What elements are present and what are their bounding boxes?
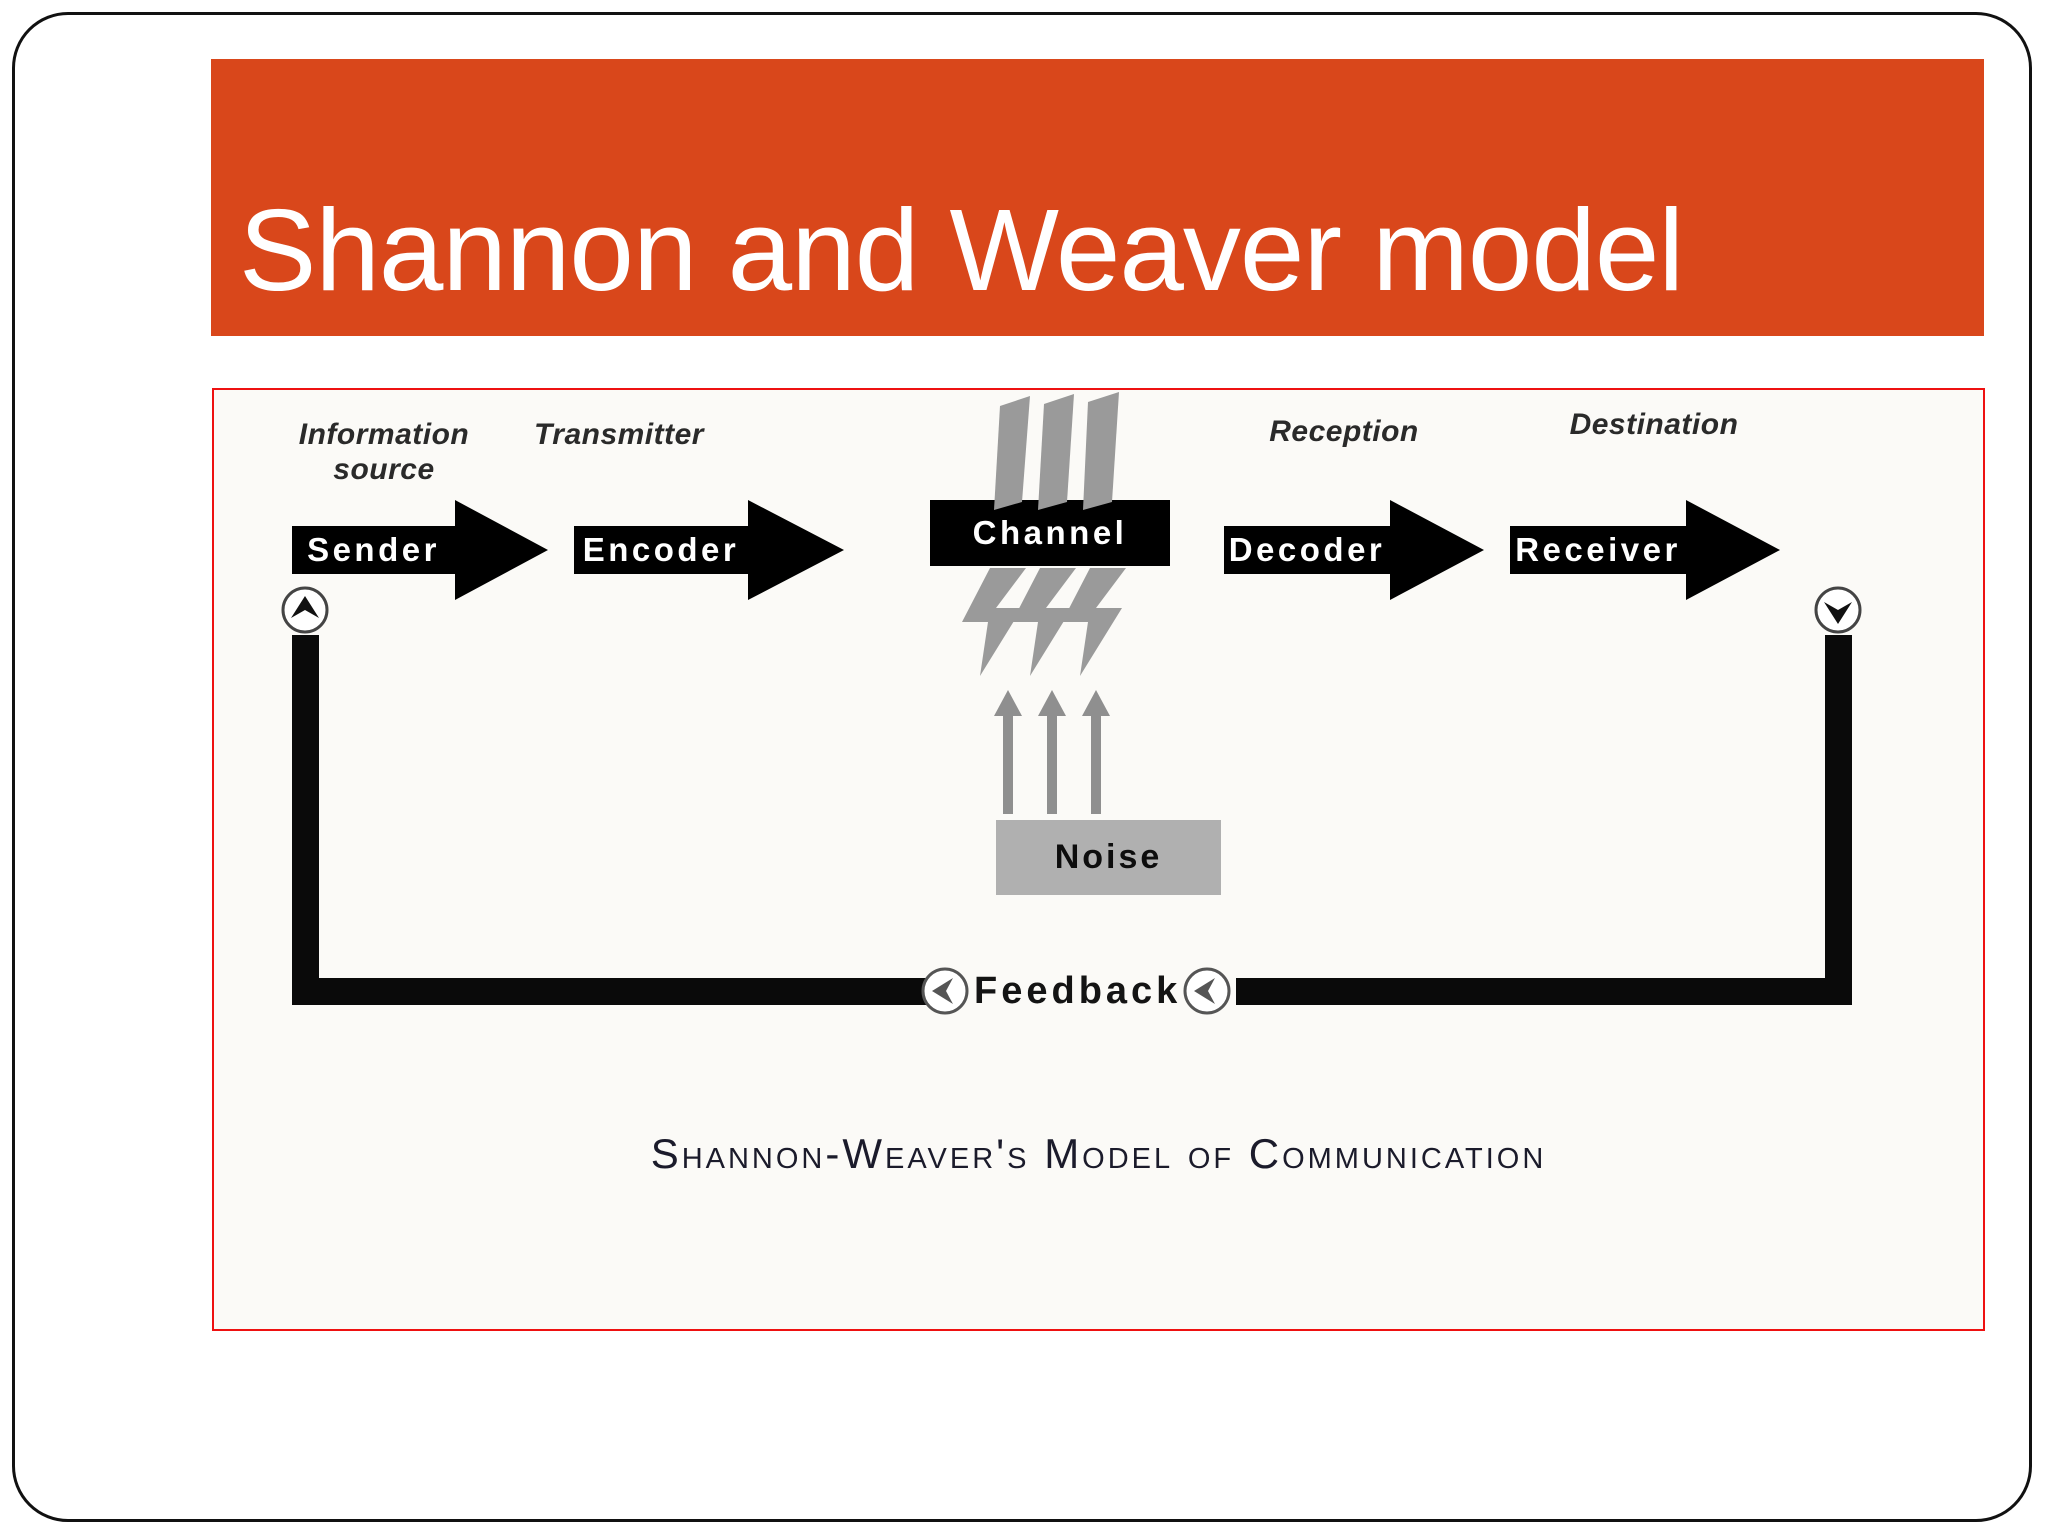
page-title: Shannon and Weaver model — [239, 185, 1684, 315]
stage-label-destination: Destination — [1569, 408, 1739, 441]
stage-label-reception: Reception — [1269, 415, 1419, 448]
diagram-caption: Shannon-Weaver's Model of Communication — [650, 1130, 1547, 1177]
block-arrow-sender: Sender — [292, 500, 548, 600]
arrow-shape-icon — [292, 500, 548, 600]
stage-label-information-source: Information source — [298, 418, 470, 486]
block-arrow-receiver-label: Receiver — [1515, 531, 1681, 568]
slide-frame: Shannon and Weaver model Information sou… — [12, 12, 2032, 1522]
diagram-image-panel: Information source Transmitter Reception… — [212, 388, 1985, 1331]
block-rectangle-channel-label: Channel — [972, 514, 1128, 551]
arrow-shape-icon — [1510, 500, 1780, 600]
title-banner: Shannon and Weaver model — [211, 59, 1984, 336]
arrow-shape-icon — [1224, 500, 1484, 600]
block-arrow-encoder: Encoder — [574, 500, 844, 600]
chevron-up-circle-icon — [281, 586, 329, 634]
feedback-line-bottom-right — [1236, 978, 1852, 1005]
chevron-down-circle-icon — [1814, 586, 1862, 634]
block-rectangle-channel: Channel — [930, 500, 1170, 566]
block-arrow-sender-label: Sender — [307, 531, 440, 568]
chevron-left-circle-icon-end — [1183, 967, 1231, 1015]
stage-label-transmitter: Transmitter — [533, 418, 704, 451]
feedback-line-bottom-left — [292, 978, 942, 1005]
feedback-label: Feedback — [974, 970, 1182, 1012]
feedback-line-right — [1825, 635, 1852, 1005]
block-arrow-decoder: Decoder — [1224, 500, 1484, 600]
block-arrow-encoder-label: Encoder — [582, 531, 740, 568]
block-arrow-receiver: Receiver — [1510, 500, 1780, 600]
arrow-shape-icon — [574, 500, 844, 600]
noise-box: Noise — [996, 820, 1221, 895]
noise-label: Noise — [1054, 838, 1163, 876]
chevron-left-circle-icon-start — [921, 967, 969, 1015]
noise-interference-icon — [962, 392, 1126, 814]
block-arrow-decoder-label: Decoder — [1228, 531, 1386, 568]
feedback-line-left — [292, 635, 319, 1005]
